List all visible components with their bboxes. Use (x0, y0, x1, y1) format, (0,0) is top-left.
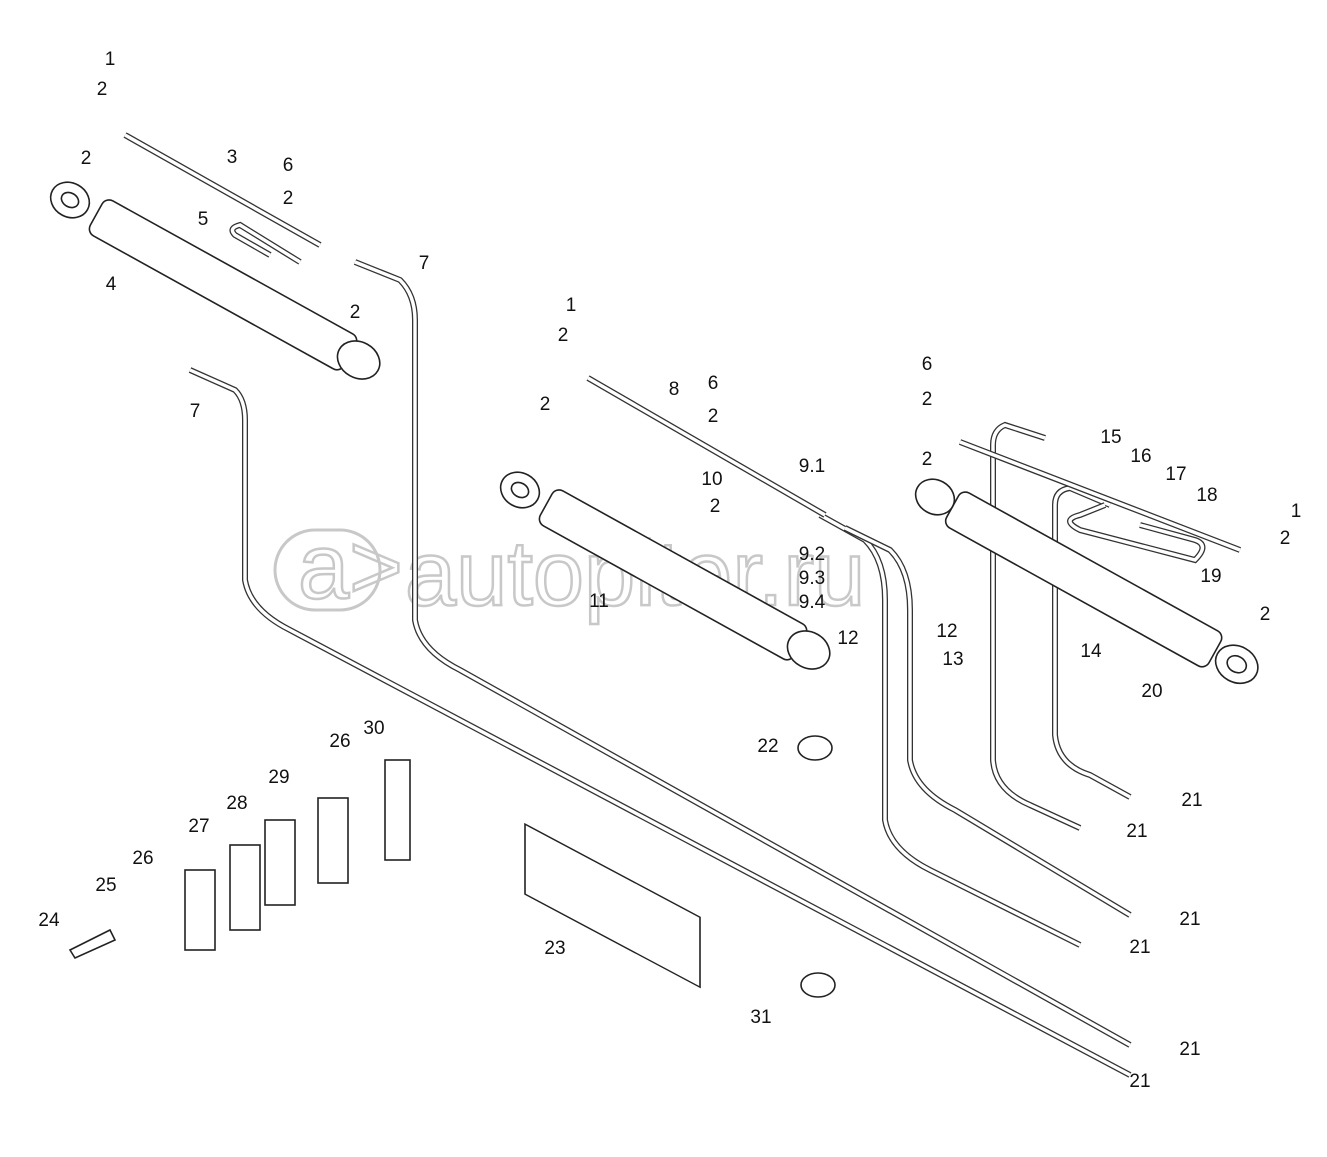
callout-label: 2 (1260, 604, 1271, 625)
callout-label: 31 (750, 1007, 771, 1028)
callout-label: 2 (922, 449, 933, 470)
callout-label: 1 (566, 295, 577, 316)
callout-label: 7 (419, 253, 430, 274)
brackets (68, 735, 836, 998)
callout-label: 25 (95, 875, 116, 896)
callout-label: 2 (283, 188, 294, 209)
callout-label: 23 (544, 938, 565, 959)
callout-label: 19 (1200, 566, 1221, 587)
callout-label: 17 (1165, 464, 1186, 485)
callout-label: 15 (1100, 427, 1121, 448)
callout-label: 13 (942, 649, 963, 670)
callout-label: 12 (936, 621, 957, 642)
callout-label: 20 (1141, 681, 1162, 702)
callout-label: 21 (1179, 909, 1200, 930)
callout-label: 8 (669, 379, 680, 400)
callout-label: 21 (1181, 790, 1202, 811)
callout-label: 24 (38, 910, 60, 931)
callout-label: 12 (837, 628, 858, 649)
callout-label: 9.2 (799, 544, 825, 565)
callout-label: 28 (226, 793, 247, 814)
callout-label: 18 (1196, 485, 1217, 506)
callout-label: 21 (1129, 937, 1150, 958)
callout-label: 2 (922, 389, 933, 410)
callout-label: 30 (363, 718, 384, 739)
callout-label: 3 (227, 147, 238, 168)
callout-label: 5 (198, 209, 209, 230)
callout-label: 22 (757, 736, 778, 757)
svg-text:a>: a> (298, 516, 403, 618)
callout-label: 21 (1126, 821, 1147, 842)
callout-label: 2 (97, 79, 108, 100)
callout-label: 9.1 (799, 456, 825, 477)
callout-label: 4 (106, 274, 117, 295)
callout-label: 6 (283, 155, 294, 176)
callout-label: 11 (589, 591, 609, 612)
cylinder-11 (499, 471, 831, 670)
callout-label: 9.4 (799, 592, 826, 613)
callout-label: 2 (708, 406, 719, 427)
callout-label: 2 (710, 496, 721, 517)
callout-label: 16 (1130, 446, 1151, 467)
pipes (123, 132, 1242, 1078)
cylinders (49, 181, 1259, 685)
callout-label: 2 (1280, 528, 1291, 549)
callout-label: 2 (350, 302, 361, 323)
callout-label: 21 (1179, 1039, 1200, 1060)
callout-label: 29 (268, 767, 289, 788)
callout-label: 14 (1080, 641, 1102, 662)
callout-label: 10 (701, 469, 722, 490)
callout-label: 7 (190, 401, 201, 422)
callout-label: 2 (558, 325, 569, 346)
callout-label: 1 (105, 49, 116, 70)
callout-label: 26 (132, 848, 153, 869)
callout-label: 9.3 (799, 568, 825, 589)
callout-label: 26 (329, 731, 350, 752)
callout-label: 2 (540, 394, 551, 415)
callout-label: 27 (188, 816, 209, 837)
callout-label: 1 (1291, 501, 1302, 522)
callout-label: 2 (81, 148, 92, 169)
callout-label: 21 (1129, 1071, 1150, 1092)
cylinder-20 (914, 478, 1259, 685)
callout-label: 6 (708, 373, 719, 394)
cylinder-4 (49, 181, 381, 380)
callout-label: 6 (922, 354, 933, 375)
